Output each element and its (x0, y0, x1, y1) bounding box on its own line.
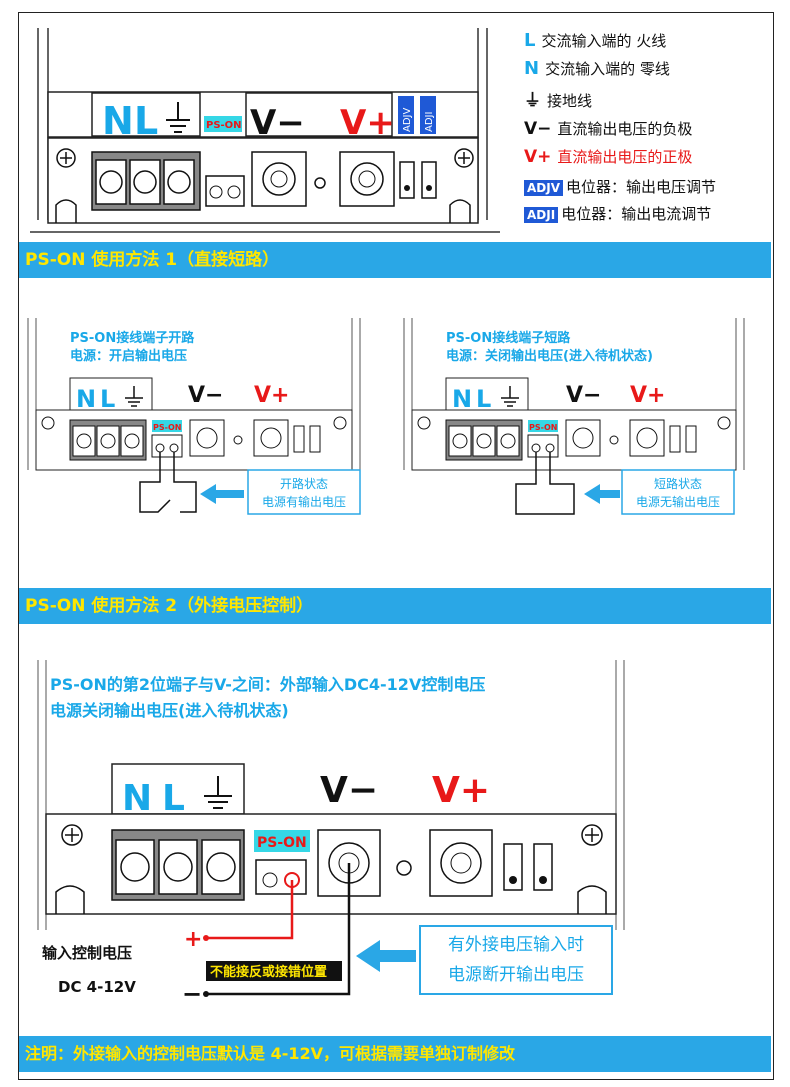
legend-item-ground: ⏚接地线 (524, 86, 592, 111)
m1-left-title: PS-ON接线端子开路 (70, 330, 195, 346)
top-n-label: N (102, 99, 134, 143)
m1-right-callout1: 短路状态 (654, 476, 702, 491)
top-vminus-label: V− (250, 103, 305, 143)
m2-n: N (122, 778, 152, 819)
m2-line2: 电源关闭输出电压(进入待机状态) (50, 701, 289, 720)
top-vplus-label: V+ (340, 103, 395, 143)
section2-title-bar: PS-ON 使用方法 2（外接电压控制） (19, 588, 771, 624)
m2-l: L (162, 778, 185, 819)
m1-left-vminus: V− (188, 383, 223, 408)
m1-right-subtitle: 电源：关闭输出电压(进入待机状态) (446, 348, 653, 364)
top-screw-right (454, 148, 474, 168)
m2-vplus: V+ (432, 770, 490, 811)
section1-title-bar: PS-ON 使用方法 1（直接短路） (19, 242, 771, 278)
m1-left-vplus: V+ (254, 383, 289, 408)
m2-plus: + (184, 927, 202, 952)
top-adjv-label: ADJV (402, 108, 413, 132)
m2-warning: 不能接反或接错位置 (210, 964, 327, 980)
m1-left-callout1: 开路状态 (280, 476, 328, 491)
top-terminal-block (95, 159, 195, 205)
m1-left-pson: PS-ON (153, 423, 181, 432)
m2-callout1: 有外接电压输入时 (448, 935, 584, 955)
m1-left-l: L (100, 385, 115, 413)
method1-diagram: PS-ON接线端子开路 电源：开启输出电压 N L V− V+ PS-ON 开路… (27, 318, 745, 515)
m1-right-n: N (452, 385, 472, 413)
m1-right-vplus: V+ (630, 383, 665, 408)
m2-input-label: 输入控制电压 (42, 944, 132, 962)
m1-right-vminus: V− (566, 383, 601, 408)
m1-left-callout2: 电源有输出电压 (262, 494, 346, 509)
legend-item-vplus: V+直流输出电压的正极 (524, 147, 693, 167)
note-bar: 注明：外接输入的控制电压默认是 4-12V，可根据需要单独订制修改 (19, 1036, 771, 1072)
top-ground-icon (166, 102, 190, 133)
m2-callout2: 电源断开输出电压 (448, 965, 584, 985)
m2-line1: PS-ON的第2位端子与V-之间：外部输入DC4-12V控制电压 (50, 675, 485, 694)
top-screw-left (56, 148, 76, 168)
m1-right-callout2: 电源无输出电压 (636, 494, 720, 509)
m1-right-pson: PS-ON (529, 423, 557, 432)
top-adji-label: ADJI (424, 112, 435, 132)
m1-left-subtitle: 电源：开启输出电压 (70, 348, 187, 364)
m1-right-l: L (476, 385, 491, 413)
m1-left-ground-icon (125, 386, 143, 407)
ground-icon: ⏚ (524, 91, 541, 111)
method2-diagram: PS-ON的第2位端子与V-之间：外部输入DC4-12V控制电压 电源关闭输出电… (37, 660, 625, 1008)
top-pson-label: PS-ON (206, 120, 242, 131)
m2-ground-icon (204, 776, 232, 809)
m1-right-title: PS-ON接线端子短路 (446, 330, 571, 346)
m2-pson: PS-ON (257, 835, 307, 851)
legend-item-vminus: V−直流输出电压的负极 (524, 119, 693, 139)
page-frame (18, 12, 774, 1080)
m1-right-ground-icon (501, 386, 519, 407)
m1-left-n: N (76, 385, 96, 413)
m2-minus: − (182, 980, 202, 1008)
top-panel-diagram: N L PS-ON V− V+ ADJV ADJI (30, 28, 500, 233)
m2-dc-label: DC 4-12V (58, 978, 136, 996)
m2-vminus: V− (320, 770, 378, 811)
top-l-label: L (134, 99, 158, 143)
